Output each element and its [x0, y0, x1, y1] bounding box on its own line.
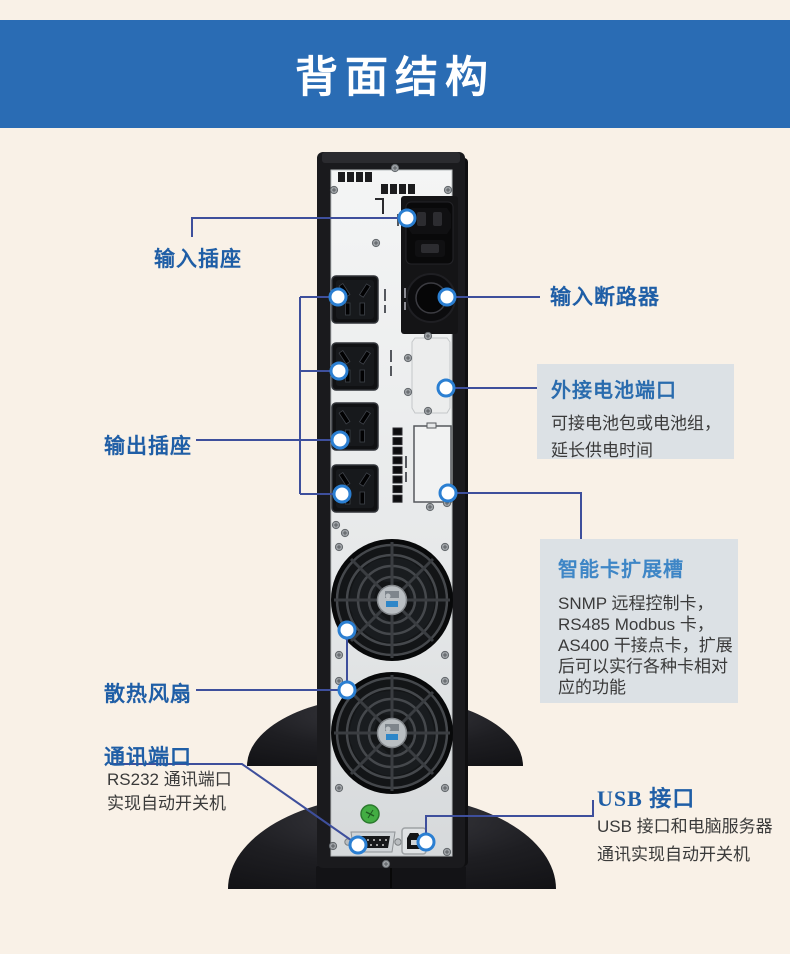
callout-input-socket-label: 输入插座 — [154, 247, 242, 271]
smart-card-title: 智能卡扩展槽 — [558, 559, 684, 581]
callout-cooling-fan-label: 散热风扇 — [104, 682, 192, 706]
smart-card-desc-line: 应的功能 — [558, 678, 626, 697]
callout-smart-card-box: 智能卡扩展槽 SNMP 远程控制卡， RS485 Modbus 卡， AS400… — [540, 539, 738, 703]
comm-port-desc-line: 实现自动开关机 — [107, 794, 226, 813]
iec-inlet-module — [401, 196, 458, 334]
smart-card-desc-line: AS400 干接点卡，扩展 — [558, 636, 733, 655]
page-title: 背面结构 — [295, 55, 495, 102]
terminal-strip — [392, 427, 403, 503]
rs232-port — [344, 831, 402, 853]
smart-card-desc-line: 后可以实行各种卡相对 — [558, 657, 728, 676]
battery-port-title: 外接电池端口 — [551, 380, 677, 402]
output-socket-2 — [331, 342, 379, 391]
output-socket-3 — [331, 402, 379, 451]
smart-card-desc-line: SNMP 远程控制卡， — [558, 594, 714, 613]
battery-port-desc-line: 可接电池包或电池组， — [551, 414, 721, 433]
smart-card-slot-cover — [413, 422, 452, 512]
header-banner: 背面结构 — [0, 20, 790, 128]
callout-battery-port-box: 外接电池端口 可接电池包或电池组， 延长供电时间 — [537, 364, 734, 460]
top-vents — [338, 172, 415, 194]
callout-comm-port-desc: RS232 通讯端口 实现自动开关机 — [107, 768, 232, 816]
smart-card-desc-line: RS485 Modbus 卡， — [558, 615, 714, 634]
ups-rear-photo — [228, 152, 556, 889]
comm-port-desc-line: RS232 通讯端口 — [107, 770, 232, 789]
callout-output-socket-label: 输出插座 — [104, 434, 192, 458]
callout-comm-port-title: 通讯端口 — [104, 745, 192, 769]
battery-port-desc-line: 延长供电时间 — [551, 441, 653, 460]
smart-card-desc: SNMP 远程控制卡， RS485 Modbus 卡， AS400 干接点卡，扩… — [558, 593, 738, 698]
battery-port-desc: 可接电池包或电池组， 延长供电时间 — [551, 410, 734, 464]
usb-b-port — [401, 827, 427, 855]
output-socket-1 — [331, 275, 379, 324]
circuit-breaker — [406, 273, 456, 323]
callout-usb-port-desc: USB 接口和电脑服务器 通讯实现自动开关机 — [597, 813, 773, 869]
iec-inlet — [408, 208, 451, 234]
callout-usb-port-title: USB 接口 — [597, 786, 696, 811]
green-sticker — [360, 804, 380, 824]
usb-port-desc-line: USB 接口和电脑服务器 — [597, 817, 773, 836]
callout-input-breaker-label: 输入断路器 — [550, 285, 660, 309]
cooling-fan-1 — [329, 537, 455, 663]
usb-port-desc-line: 通讯实现自动开关机 — [597, 845, 750, 864]
output-socket-4 — [331, 464, 379, 513]
cooling-fan-2 — [329, 670, 455, 796]
